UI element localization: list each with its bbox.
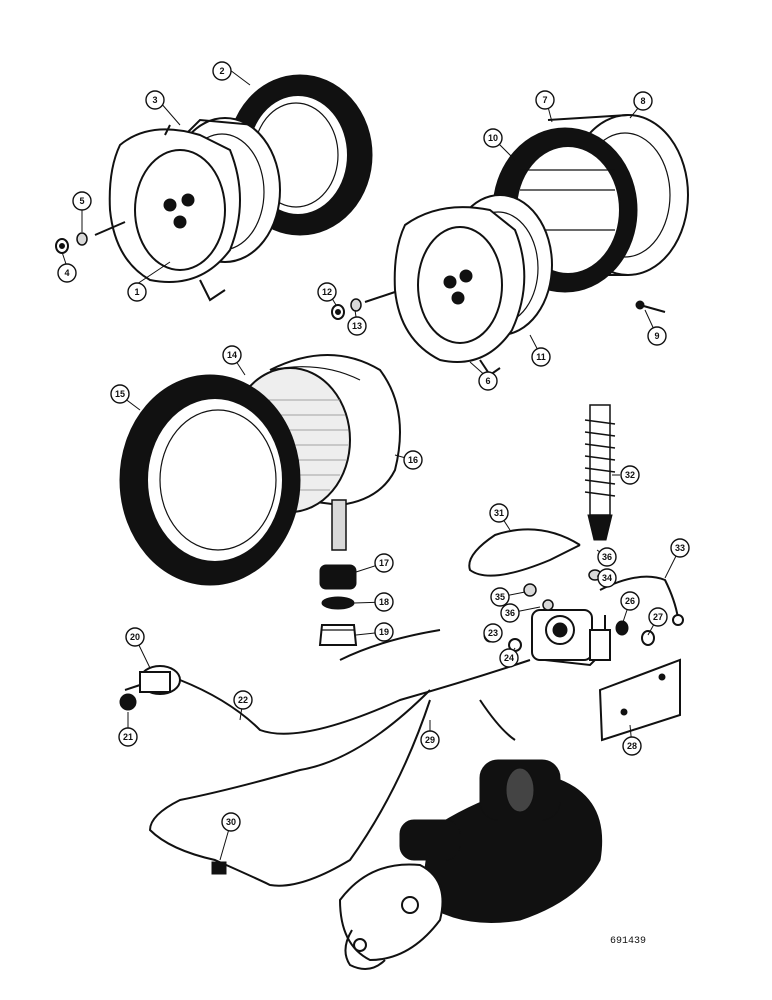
svg-text:28: 28 [627,741,637,751]
callout-29: 29 [420,730,440,750]
callout-33: 33 [670,538,690,558]
callout-13: 13 [347,316,367,336]
callout-24: 24 [499,648,519,668]
callout-17: 17 [374,553,394,573]
callout-34: 34 [597,568,617,588]
svg-text:6: 6 [485,376,490,386]
svg-text:31: 31 [494,508,504,518]
callout-36-horn: 36 [597,547,617,567]
svg-text:4: 4 [64,268,69,278]
callout-31: 31 [489,503,509,523]
svg-text:20: 20 [130,632,140,642]
svg-text:24: 24 [504,653,514,663]
svg-text:17: 17 [379,558,389,568]
spring-coil-32 [584,404,616,541]
svg-text:2: 2 [219,66,224,76]
svg-text:11: 11 [536,352,546,362]
svg-text:34: 34 [602,573,612,583]
drawing-number: 691439 [610,936,647,947]
svg-text:33: 33 [675,543,685,553]
svg-text:10: 10 [488,133,498,143]
key-21 [119,693,137,711]
wire-clip-30 [211,861,227,875]
svg-text:8: 8 [640,96,645,106]
svg-text:22: 22 [238,695,248,705]
callout-18: 18 [374,592,394,612]
callout-2: 2 [212,61,232,81]
callout-22: 22 [233,690,253,710]
lamp-mounting-ring-1 [108,124,241,302]
svg-text:23: 23 [488,628,498,638]
callout-14: 14 [222,345,242,365]
callout-19: 19 [374,622,394,642]
callout-5: 5 [72,191,92,211]
svg-text:32: 32 [625,470,635,480]
callout-16: 16 [403,450,423,470]
svg-text:15: 15 [115,389,125,399]
callout-32: 32 [620,465,640,485]
callout-6: 6 [478,371,498,391]
svg-text:36: 36 [602,552,612,562]
solenoid-assembly [531,609,611,667]
callout-27: 27 [648,607,668,627]
svg-text:36: 36 [505,608,515,618]
svg-text:30: 30 [226,817,236,827]
cable-31 [468,528,581,577]
small-hardware-23-24-26-27-34-35-36 [483,569,655,652]
svg-text:27: 27 [653,612,663,622]
svg-text:14: 14 [227,350,237,360]
svg-text:12: 12 [322,287,332,297]
callout-23: 23 [483,623,503,643]
callout-3: 3 [145,90,165,110]
callout-12: 12 [317,282,337,302]
svg-text:13: 13 [352,321,362,331]
callout-4: 4 [57,263,77,283]
screw-nut-washer-9-12-13 [331,291,666,320]
callout-15: 15 [110,384,130,404]
callout-35: 35 [490,587,510,607]
callout-20: 20 [125,627,145,647]
screw-nut-washer-4-5 [55,221,126,254]
svg-text:16: 16 [408,455,418,465]
svg-text:18: 18 [379,597,389,607]
callout-7: 7 [535,90,555,110]
starter-motor [338,759,603,970]
svg-text:29: 29 [425,735,435,745]
ground-strap-33 [599,575,684,626]
svg-text:1: 1 [134,287,139,297]
callout-36-solenoid: 36 [500,603,520,623]
svg-text:3: 3 [152,95,157,105]
svg-text:21: 21 [123,732,133,742]
callout-8: 8 [633,91,653,111]
callout-10: 10 [483,128,503,148]
svg-text:26: 26 [625,596,635,606]
svg-text:19: 19 [379,627,389,637]
rubber-ring-15 [119,374,301,586]
svg-text:9: 9 [654,331,659,341]
callout-21: 21 [118,727,138,747]
callout-9: 9 [647,326,667,346]
callout-1: 1 [127,282,147,302]
lamp-mounting-ring-6 [393,206,526,377]
callout-28: 28 [622,736,642,756]
callout-26: 26 [620,591,640,611]
callout-30: 30 [221,812,241,832]
svg-text:35: 35 [495,592,505,602]
mounting-plate-28 [598,658,681,742]
lamp-stud-17-18-19 [318,499,358,646]
wiring-harness-22-29 [148,629,531,887]
callout-11: 11 [531,347,551,367]
svg-text:7: 7 [542,95,547,105]
svg-text:5: 5 [79,196,84,206]
switch-20 [124,665,181,695]
